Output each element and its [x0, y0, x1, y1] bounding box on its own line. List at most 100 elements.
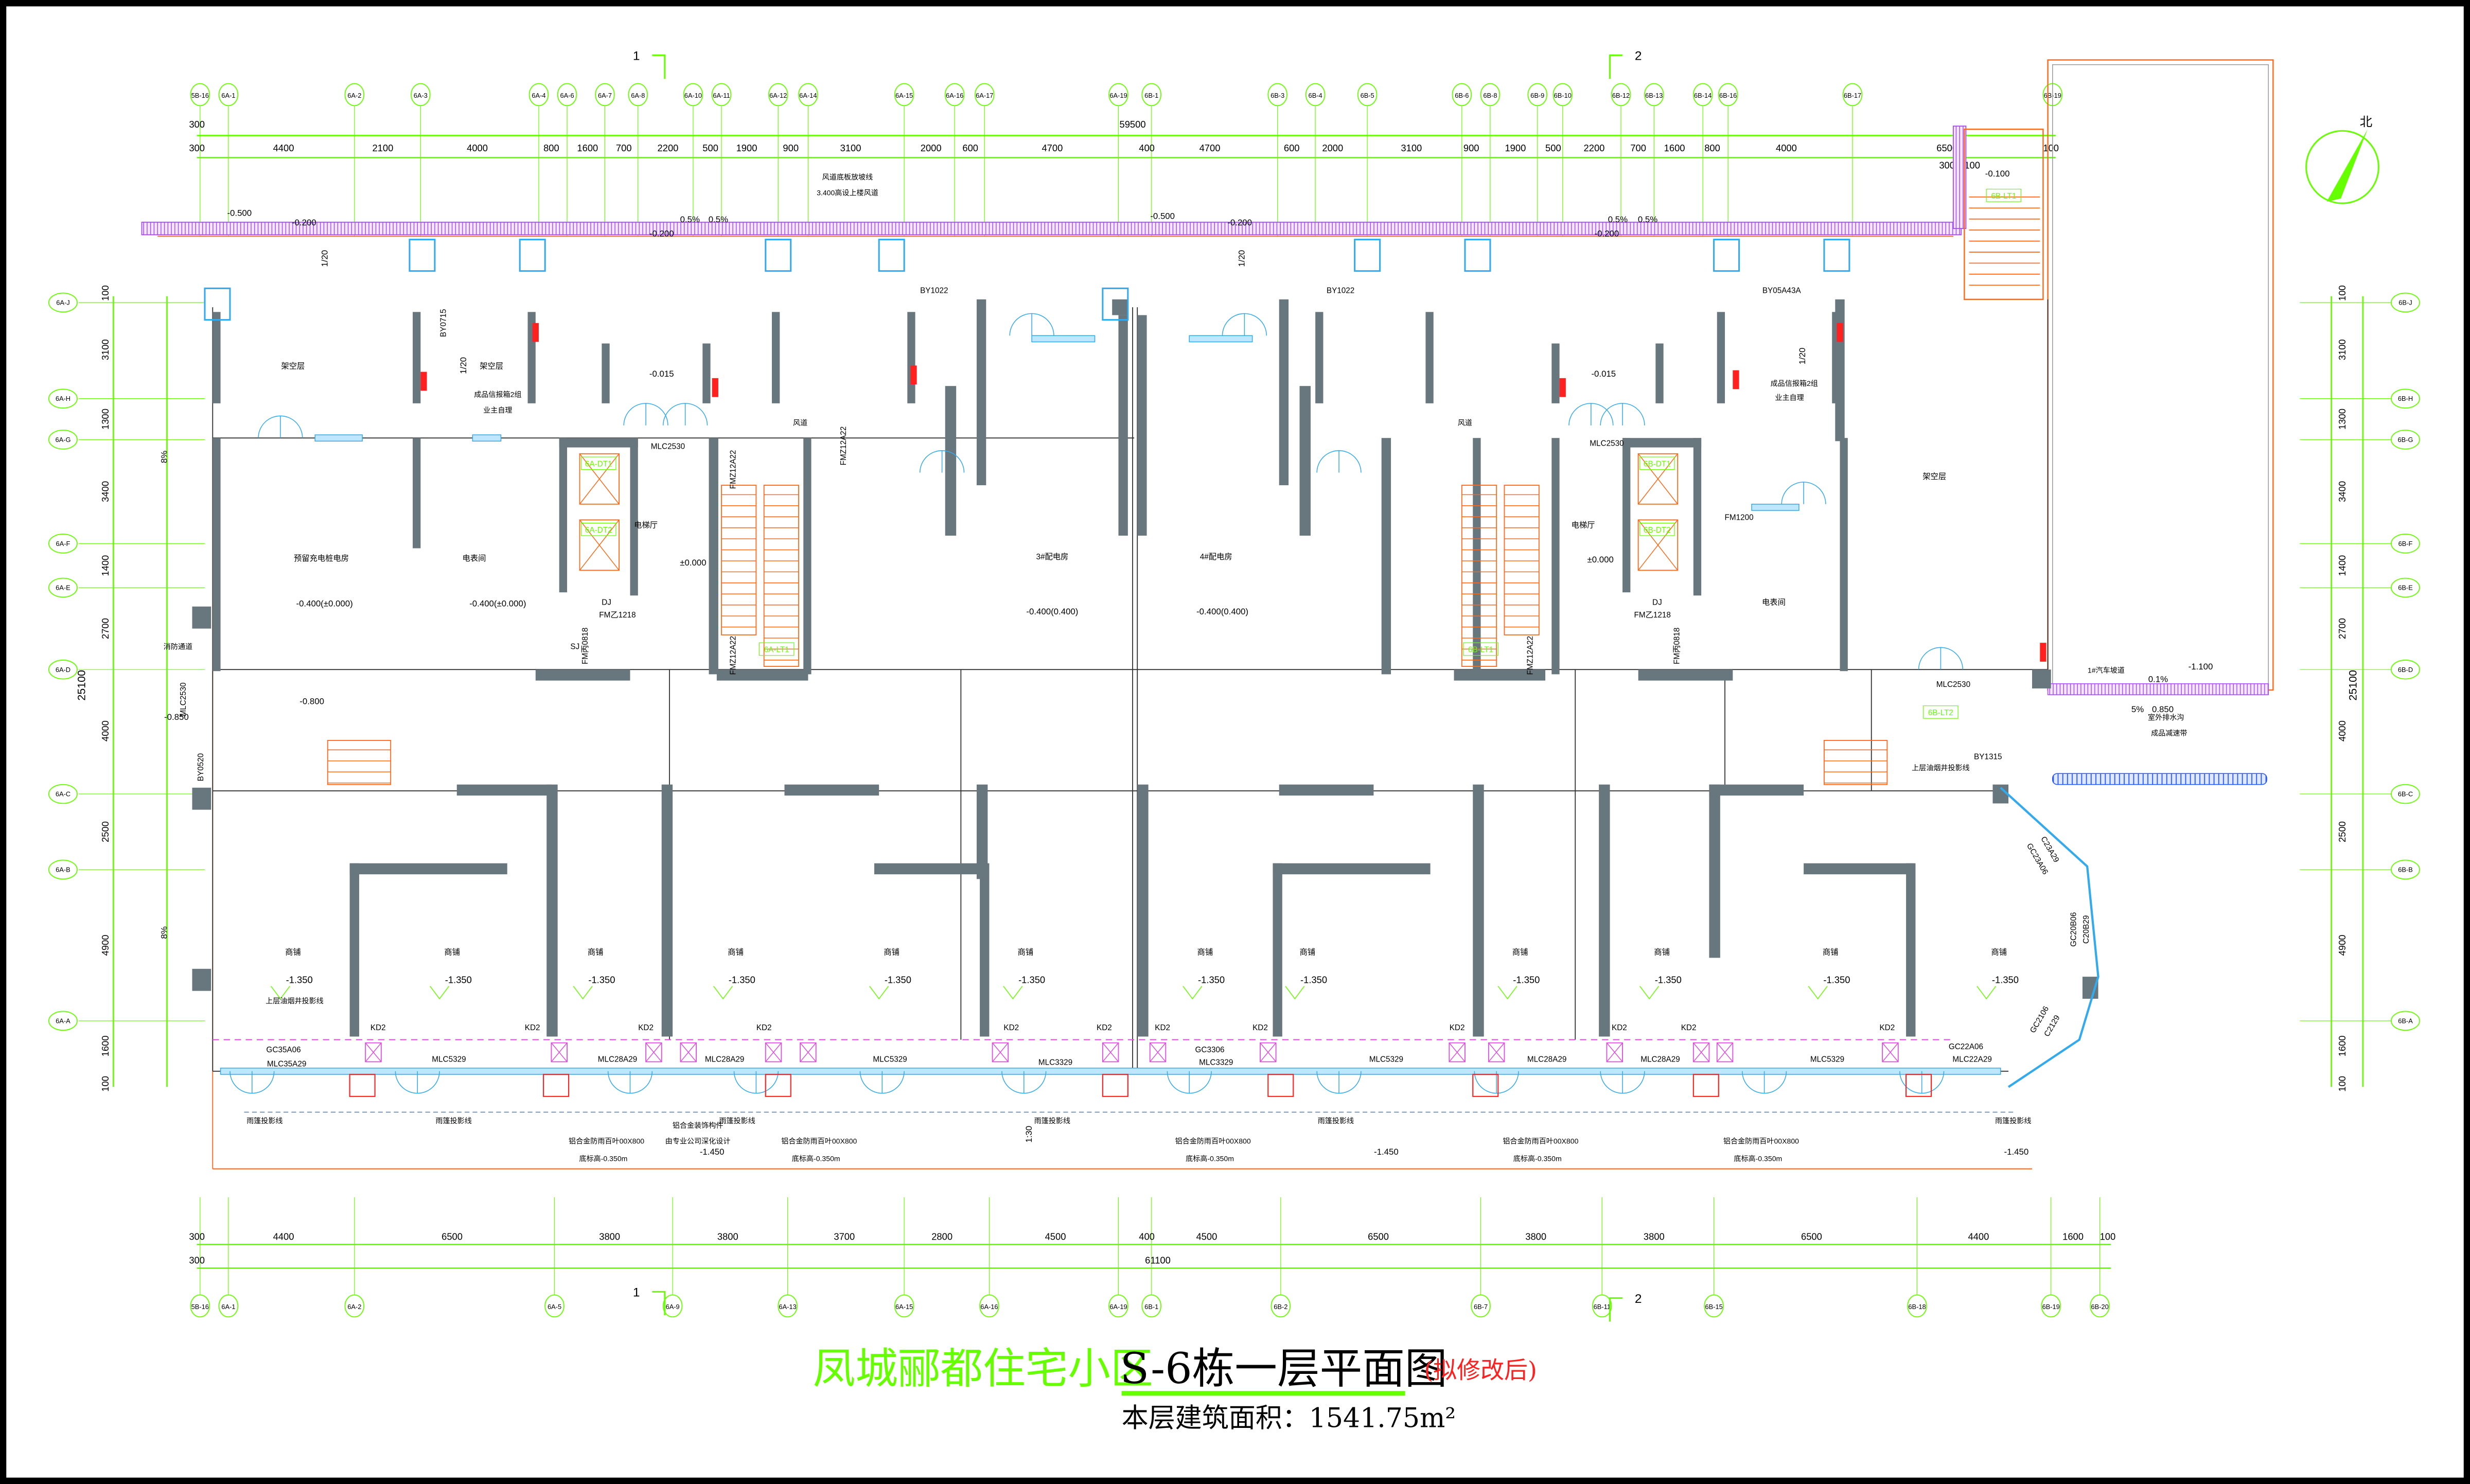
axis-label-top: 6A-11	[713, 92, 730, 99]
elevation-value: -0.200	[1227, 218, 1252, 227]
axis-bubble	[411, 83, 431, 107]
opening-code: FMZ12A22	[1526, 636, 1535, 675]
opening-code: MLC2530	[651, 443, 685, 451]
dimension-value-left: 1600	[100, 1035, 111, 1056]
elevation-value: -1.450	[1374, 1147, 1399, 1157]
annotation-text: 底标高-0.350m	[579, 1154, 628, 1162]
axis-bubble	[2391, 292, 2420, 313]
opening-code: BY05A43A	[1762, 287, 1802, 295]
axis-label-right: 6B-J	[2398, 299, 2412, 307]
opening-code: FMZ12A22	[839, 427, 848, 466]
door-swing-icon	[1918, 647, 1964, 670]
elevation-value: ±0.000	[1587, 555, 1614, 564]
louvre-cross-icon	[1102, 1043, 1119, 1062]
louvre-box	[680, 1042, 697, 1063]
annotation-text: 铝合金防雨百叶00X800	[1503, 1137, 1578, 1145]
door-swing-icon	[1316, 450, 1362, 473]
room-label: 预留充电桩电房	[294, 554, 349, 563]
annotation-text: 底标高-0.350m	[1186, 1154, 1234, 1162]
axis-bubble	[1527, 83, 1548, 107]
elevator-cross-icon	[579, 453, 620, 505]
axis-bubble	[1141, 83, 1162, 107]
opening-code: MLC35A29	[267, 1060, 307, 1069]
opening-code: FM1200	[1725, 513, 1754, 522]
wall	[803, 438, 811, 675]
opening-code: KD2	[1003, 1023, 1019, 1032]
axis-label-left: 6A-J	[56, 299, 69, 307]
elevation-marker-icon	[869, 986, 889, 1000]
annotation-text: 底标高-0.350m	[1734, 1154, 1782, 1162]
opening-code: KD2	[1879, 1023, 1895, 1032]
axis-label-top: 6B-10	[1554, 92, 1572, 99]
louvre-cross-icon	[800, 1043, 817, 1062]
axis-bubble	[344, 1294, 365, 1318]
opening-code: BY0520	[197, 753, 205, 781]
fire-hydrant-icon	[1837, 323, 1843, 342]
louvre-box	[1882, 1042, 1899, 1063]
axis-bubble	[48, 429, 78, 450]
louvre-cross-icon	[1488, 1043, 1505, 1062]
section-mark-icon	[652, 54, 666, 79]
wall	[1112, 299, 1128, 315]
axis-bubble	[2391, 784, 2420, 804]
axis-label-top: 6B-17	[1844, 92, 1861, 99]
axis-bubble	[1718, 83, 1738, 107]
opening-code: MLC28A29	[705, 1055, 745, 1064]
axis-bubble	[778, 1294, 798, 1318]
wall	[1835, 299, 1845, 441]
axis-label-bottom: 6A-9	[666, 1303, 680, 1311]
opening-code: KD2	[1155, 1023, 1170, 1032]
dimension-value-left: 1400	[100, 555, 111, 576]
wall	[1709, 784, 1804, 796]
axis-bubble	[544, 1294, 564, 1318]
wall	[1315, 312, 1324, 403]
dimension-value-top: 900	[783, 143, 799, 153]
dimension-value-top: 1900	[1505, 143, 1526, 153]
dimension-value-right: 2500	[2337, 821, 2348, 842]
drawing-paper	[6, 6, 2464, 1478]
equipment-tag-frame	[1923, 705, 1959, 719]
opening-code: GC35A06	[266, 1046, 301, 1054]
dimension-value-bottom: 4500	[1045, 1231, 1066, 1242]
elevator-cross-icon	[1638, 453, 1678, 505]
wall	[1118, 315, 1128, 536]
wall	[772, 312, 780, 403]
axis-label-top: 6A-15	[895, 92, 913, 99]
opening-code: KD2	[1450, 1023, 1465, 1032]
dimension-value-top: 800	[1704, 143, 1720, 153]
wall	[1638, 669, 1733, 681]
slope-value: 1/20	[1797, 348, 1807, 365]
dimension-value-top: 1900	[736, 143, 757, 153]
axis-bubble	[1141, 1294, 1162, 1318]
axis-label-left: 6A-H	[56, 395, 70, 402]
equipment-tag-frame	[580, 522, 616, 536]
ac-platform	[1692, 1073, 1719, 1097]
dimension-value-bottom: 3800	[1525, 1231, 1546, 1242]
axis-label-right: 6B-C	[2398, 790, 2413, 798]
room-label: 商铺	[1197, 948, 1213, 957]
dimension-value-top: 6500	[1936, 143, 1957, 153]
project-name: 凤城郦都住宅小区	[813, 1344, 1153, 1393]
elevation-value: -1.450	[700, 1147, 725, 1157]
wall	[1299, 386, 1311, 536]
dimension-value-left: 3400	[100, 481, 111, 502]
axis-label-top: 6B-12	[1612, 92, 1630, 99]
axis-bubble	[2391, 577, 2420, 598]
dimension-value-left: 4000	[100, 720, 111, 741]
slope-value: 0.5%	[1638, 215, 1657, 224]
elevator-shaft	[579, 453, 620, 505]
axis-label-bottom: 6B-20	[2091, 1303, 2108, 1311]
room-label: 商铺	[1823, 948, 1839, 957]
axis-bubble	[1108, 83, 1128, 107]
opening-code: DJ	[1652, 598, 1662, 607]
louvre-cross-icon	[1606, 1043, 1623, 1062]
wall	[1279, 299, 1289, 486]
wall	[716, 669, 808, 681]
dimension-value-bottom: 3800	[599, 1231, 620, 1242]
wall	[1137, 315, 1147, 536]
stair	[1823, 740, 1888, 785]
wall	[213, 438, 221, 672]
room-label: 商铺	[588, 948, 604, 957]
slope-value: 1:30	[1024, 1126, 1034, 1143]
